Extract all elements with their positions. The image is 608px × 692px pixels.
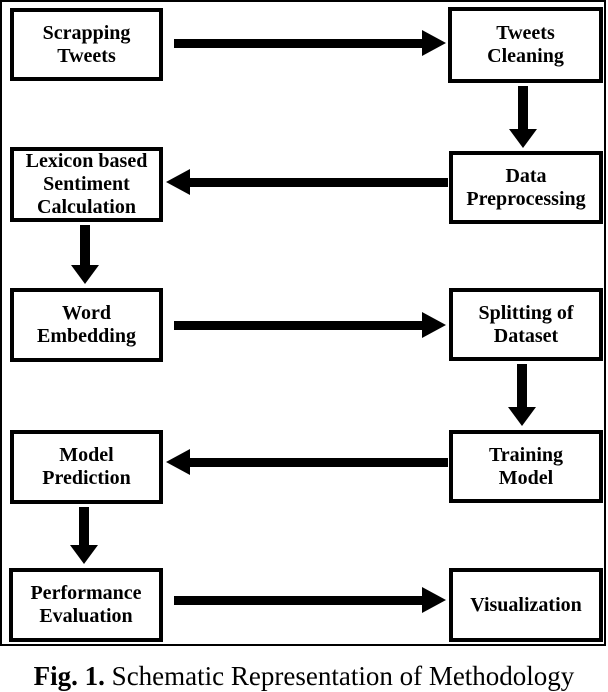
arrow-right-icon-embedding-to-splitting	[174, 312, 446, 338]
node-label-line: Preprocessing	[466, 187, 586, 210]
arrow-right-icon-evaluation-to-visualization	[174, 587, 446, 613]
node-scrapping-tweets: Scrapping Tweets	[10, 8, 163, 81]
arrow-shaft	[80, 225, 90, 265]
arrow-left-icon-training-to-prediction	[166, 449, 448, 475]
arrow-shaft	[174, 320, 422, 330]
diagram-frame: Scrapping Tweets Lexicon based Sentiment…	[0, 0, 606, 646]
node-label-line: Lexicon based	[25, 150, 148, 172]
node-visualization: Visualization	[449, 568, 603, 642]
node-lexicon-sentiment: Lexicon based Sentiment Calculation	[10, 147, 163, 222]
node-label-line: Evaluation	[39, 605, 133, 627]
arrow-shaft	[174, 38, 422, 48]
arrow-down-icon-lexicon-to-embedding	[71, 225, 99, 284]
arrow-shaft	[190, 457, 448, 467]
arrow-right-icon-scrapping-to-cleaning	[174, 30, 446, 56]
node-data-preprocessing: Data Preprocessing	[449, 151, 603, 224]
arrow-down-icon-cleaning-to-preprocessing	[509, 86, 537, 148]
arrowhead-left-icon	[166, 169, 190, 195]
arrowhead-right-icon	[422, 587, 446, 613]
node-label-line: Scrapping	[42, 21, 131, 44]
arrow-shaft	[174, 595, 422, 605]
node-performance-evaluation: Performance Evaluation	[9, 568, 163, 642]
node-label-line: Model	[498, 466, 554, 489]
arrow-shaft	[517, 364, 527, 407]
node-word-embedding: Word Embedding	[10, 288, 163, 362]
caption-label: Fig. 1.	[33, 661, 105, 691]
node-label-line: Tweets	[496, 22, 555, 44]
node-label-line: Dataset	[493, 324, 559, 347]
arrow-down-icon-prediction-to-evaluation	[70, 507, 98, 564]
node-label-line: Prediction	[42, 467, 131, 489]
arrow-down-icon-splitting-to-training	[508, 364, 536, 426]
node-training-model: Training Model	[449, 430, 603, 503]
arrowhead-down-icon	[70, 545, 98, 564]
arrowhead-down-icon	[509, 129, 537, 148]
arrow-shaft	[79, 507, 89, 545]
node-label-line: Visualization	[470, 593, 582, 616]
node-tweets-cleaning: Tweets Cleaning	[448, 7, 603, 83]
node-label-line: Performance	[30, 582, 142, 604]
node-label-line: Calculation	[37, 196, 136, 218]
arrowhead-right-icon	[422, 312, 446, 338]
arrowhead-right-icon	[422, 30, 446, 56]
arrow-shaft	[190, 177, 448, 187]
figure-caption: Fig. 1. Schematic Representation of Meth…	[0, 661, 608, 692]
arrow-left-icon-preprocessing-to-lexicon	[166, 169, 448, 195]
caption-text: Schematic Representation of Methodology	[104, 661, 575, 691]
arrowhead-down-icon	[508, 407, 536, 426]
arrowhead-left-icon	[166, 449, 190, 475]
arrowhead-down-icon	[71, 265, 99, 284]
node-label-line: Splitting of	[478, 301, 574, 324]
node-label-line: Data	[505, 164, 547, 187]
node-label-line: Model	[59, 444, 114, 466]
node-label-line: Training	[488, 443, 564, 466]
node-label-line: Embedding	[37, 325, 136, 347]
node-label-line: Word	[62, 302, 111, 324]
node-label-line: Sentiment	[43, 173, 130, 195]
arrow-shaft	[518, 86, 528, 129]
node-model-prediction: Model Prediction	[10, 430, 163, 504]
node-label-line: Tweets	[57, 44, 116, 67]
node-splitting-dataset: Splitting of Dataset	[449, 288, 603, 361]
node-label-line: Cleaning	[487, 45, 564, 67]
